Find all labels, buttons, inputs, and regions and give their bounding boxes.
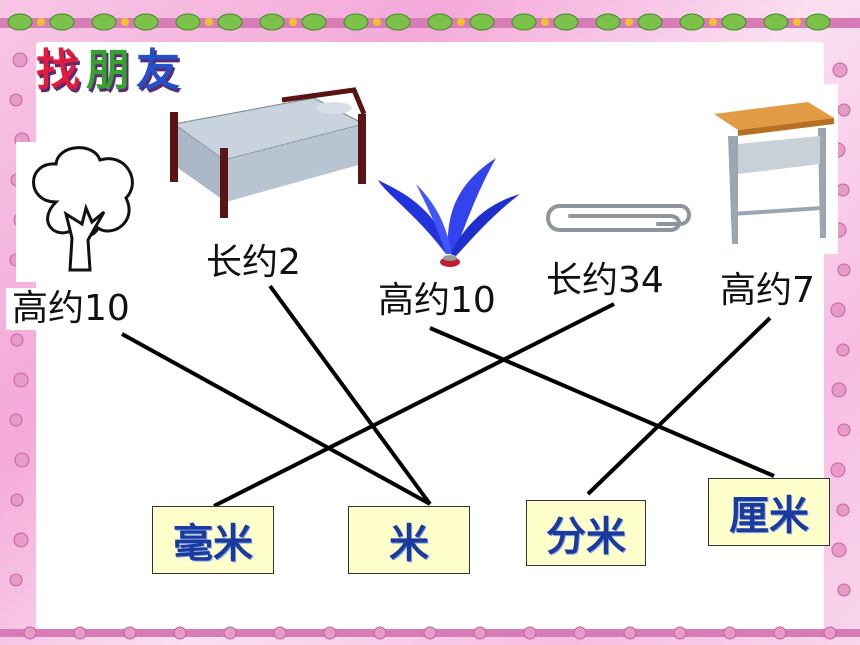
measure-label-desk: 高约7 xyxy=(714,270,821,312)
measure-label-tree: 高约10 xyxy=(6,288,136,330)
line-desk-to-fenmi xyxy=(586,316,772,496)
vine-border-bottom xyxy=(0,626,860,640)
desk-icon xyxy=(714,102,834,244)
measure-label-bed: 长约2 xyxy=(200,242,307,284)
bed-icon xyxy=(170,87,367,218)
paperclip-image xyxy=(530,188,698,248)
line-shuttlecock-to-limi xyxy=(429,326,775,478)
measure-label-shuttlecock: 高约10 xyxy=(372,280,502,322)
unit-box-limi[interactable]: 厘米 xyxy=(708,478,830,546)
shuttlecock-image xyxy=(376,154,522,274)
measure-label-paperclip: 长约34 xyxy=(540,260,670,302)
line-bed-to-mi xyxy=(268,284,432,506)
slide-title: 找朋友 xyxy=(36,34,186,98)
tree-image xyxy=(16,142,148,282)
unit-box-haomi[interactable]: 毫米 xyxy=(152,506,274,574)
unit-box-fenmi[interactable]: 分米 xyxy=(526,500,646,566)
line-tree-to-mi xyxy=(121,332,431,506)
line-paperclip-to-haomi xyxy=(213,302,615,508)
title-char-3: 友 xyxy=(136,45,186,96)
paperclip-icon xyxy=(546,204,691,232)
bubble-border-right xyxy=(830,62,851,597)
unit-box-mi[interactable]: 米 xyxy=(348,506,470,574)
title-char-1: 找 xyxy=(36,45,86,96)
vine-border-top xyxy=(0,13,860,31)
desk-image xyxy=(708,84,838,254)
bed-image xyxy=(164,84,370,224)
feather-icon xyxy=(378,158,520,267)
tree-icon xyxy=(32,146,134,272)
title-char-2: 朋 xyxy=(86,45,136,96)
